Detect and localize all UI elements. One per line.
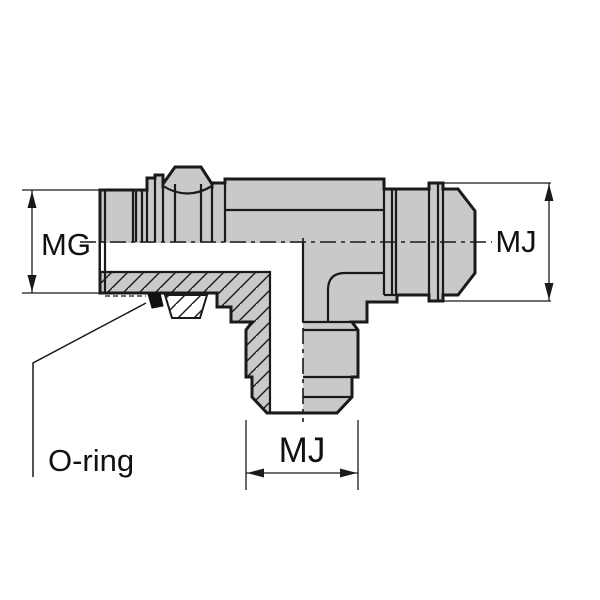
bore-branch-white (270, 272, 303, 411)
o-ring-seal (147, 292, 164, 309)
mj-right-arrow-up (544, 184, 554, 201)
mj-bottom-arrow-right (340, 468, 357, 478)
bore-horizontal-white (101, 243, 303, 272)
mj-bottom-label: MJ (279, 431, 326, 470)
mj-right-arrow-down (544, 283, 554, 300)
fitting-body (98, 165, 477, 415)
backup-washer (163, 294, 209, 319)
section-hatch-wall (98, 270, 272, 415)
mj-bottom-dimension (245, 420, 359, 490)
oring-label: O-ring (48, 443, 134, 478)
mj-bottom-arrow-left (247, 468, 264, 478)
mj-right-dimension (443, 182, 551, 302)
mg-arrow-up (27, 191, 37, 208)
internal-edges (103, 175, 445, 399)
centerlines (80, 238, 492, 422)
mg-arrow-down (27, 275, 37, 292)
oring-leader-line (32, 302, 147, 477)
mj-right-label: MJ (495, 224, 536, 259)
mg-label: MG (41, 227, 91, 262)
